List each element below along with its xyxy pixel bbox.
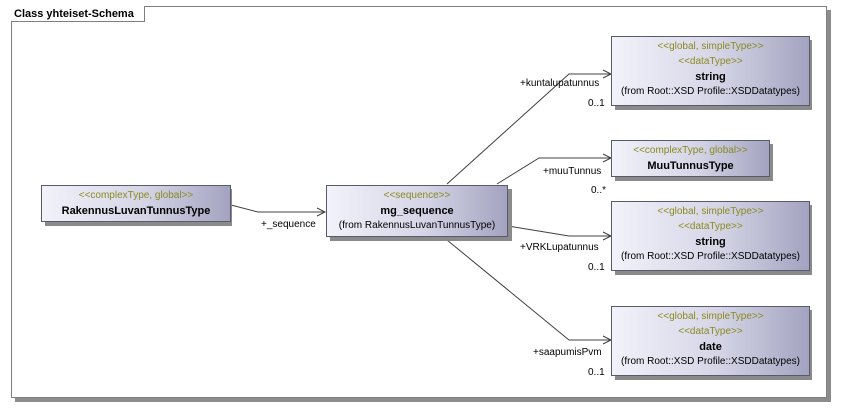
role-vrklupatunnus: +VRKLupatunnus bbox=[520, 242, 599, 253]
multiplicity-vrklupatunnus: 0..1 bbox=[588, 262, 605, 273]
class-string-kuntalupatunnus[interactable]: <<global, simpleType>> <<dataType>> stri… bbox=[611, 36, 810, 106]
assoc-saapumis-line[interactable] bbox=[446, 239, 613, 345]
class-name: mg_sequence bbox=[380, 205, 454, 217]
stereotype-label: <<global, simpleType>> bbox=[657, 311, 764, 322]
stereotype-label: <<dataType>> bbox=[678, 326, 743, 337]
stereotype-label: <<global, simpleType>> bbox=[657, 206, 764, 217]
stereotype-label: <<complexType, global>> bbox=[78, 190, 194, 201]
class-name: string bbox=[695, 236, 726, 248]
stereotype-label: <<dataType>> bbox=[678, 221, 743, 232]
class-string-vrk[interactable]: <<global, simpleType>> <<dataType>> stri… bbox=[611, 201, 810, 271]
class-date[interactable]: <<global, simpleType>> <<dataType>> date… bbox=[611, 306, 810, 376]
class-name: MuuTunnusType bbox=[647, 160, 734, 172]
multiplicity-saapumispvm: 0..1 bbox=[588, 367, 605, 378]
diagram-title: Class yhteiset-Schema bbox=[11, 6, 145, 22]
stereotype-label: <<dataType>> bbox=[678, 56, 743, 67]
multiplicity-kuntalupatunnus: 0..1 bbox=[588, 98, 605, 109]
stereotype-label: <<sequence>> bbox=[383, 190, 451, 201]
stereotype-label: <<global, simpleType>> bbox=[657, 41, 764, 52]
role-sequence: +_sequence bbox=[261, 219, 316, 230]
class-name: RakennusLuvanTunnusType bbox=[61, 205, 211, 217]
multiplicity-muutunnus: 0..* bbox=[591, 185, 607, 196]
role-muutunnus: +muuTunnus bbox=[543, 166, 602, 177]
from-package-label: (from Root::XSD Profile::XSDDatatypes) bbox=[621, 251, 800, 262]
role-kuntalupatunnus: +kuntalupatunnus bbox=[520, 78, 600, 89]
class-name: date bbox=[699, 341, 722, 353]
class-mg-sequence[interactable]: <<sequence>> mg_sequence (from RakennusL… bbox=[326, 185, 508, 237]
class-muutunnustype[interactable]: <<complexType, global>> MuuTunnusType bbox=[611, 140, 770, 177]
role-saapumispvm: +saapumisPvm bbox=[533, 347, 602, 358]
from-package-label: (from RakennusLuvanTunnusType) bbox=[338, 220, 496, 231]
stereotype-label: <<complexType, global>> bbox=[633, 145, 748, 156]
from-package-label: (from Root::XSD Profile::XSDDatatypes) bbox=[621, 86, 800, 97]
from-package-label: (from Root::XSD Profile::XSDDatatypes) bbox=[621, 356, 800, 367]
class-name: string bbox=[695, 71, 726, 83]
assoc-sequence-line[interactable] bbox=[230, 204, 327, 217]
class-rakennusluvantunnustype[interactable]: <<complexType, global>> RakennusLuvanTun… bbox=[41, 185, 231, 222]
assoc-vrk-line[interactable] bbox=[507, 225, 613, 241]
